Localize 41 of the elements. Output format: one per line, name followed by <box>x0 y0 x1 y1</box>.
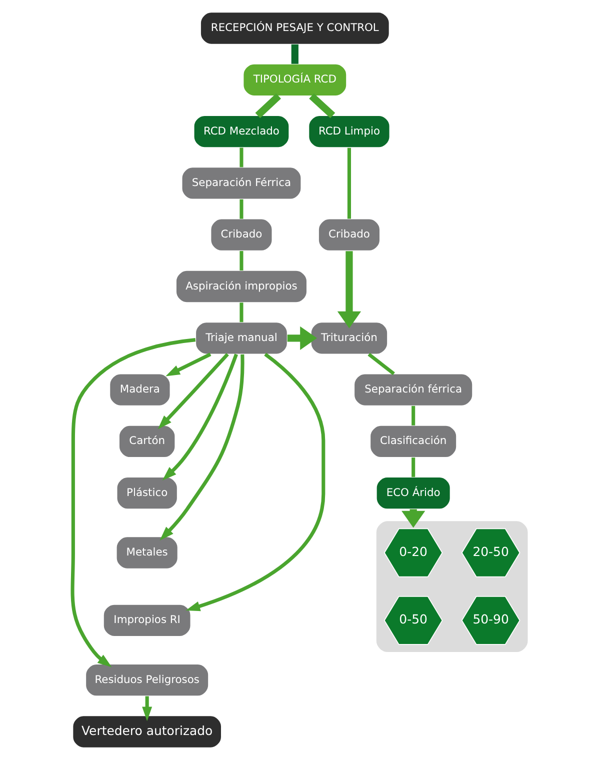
node-box: Trituración <box>310 322 388 355</box>
connector <box>240 148 244 168</box>
connector <box>412 406 416 426</box>
arrow <box>162 354 238 480</box>
arrow <box>158 353 229 430</box>
node-box: Clasificación <box>370 424 457 458</box>
node-box: Triaje manual <box>195 322 288 355</box>
cluster <box>376 521 528 652</box>
node-box: Metales <box>116 536 178 570</box>
node-box: TIPOLOGÍA RCD <box>242 63 347 96</box>
connector <box>412 458 416 478</box>
connector <box>347 148 351 219</box>
node-box: Impropios RI <box>103 604 192 637</box>
node-box: RCD Limpio <box>308 115 390 148</box>
arrow <box>142 696 152 722</box>
node-box: Separación férrica <box>354 373 473 406</box>
node-box: Separación Férrica <box>181 166 302 200</box>
node-box: RCD Mezclado <box>193 115 290 148</box>
node-box: Residuos Peligrosos <box>85 664 209 697</box>
connector <box>240 302 244 322</box>
arrow <box>70 338 196 668</box>
arrow <box>287 326 317 350</box>
arrow <box>186 352 326 612</box>
node-box: Cribado <box>318 218 380 252</box>
connector <box>240 250 244 270</box>
node-box: RECEPCIÓN PESAJE Y CONTROL <box>200 12 390 45</box>
arrow <box>337 251 362 328</box>
arrow <box>402 509 426 528</box>
node-box: Aspiración impropios <box>176 270 308 303</box>
connector <box>240 199 244 219</box>
node-box: ECO Árido <box>376 476 451 510</box>
node-box: Cribado <box>210 218 273 252</box>
connector <box>368 352 395 376</box>
arrow <box>166 352 212 376</box>
arrow <box>160 354 244 540</box>
node-box: Vertedero autorizado <box>72 715 222 748</box>
connector <box>309 93 336 118</box>
node-box: Cartón <box>118 424 176 458</box>
node-box: Plástico <box>116 476 178 510</box>
node-box: Madera <box>109 373 171 406</box>
connector <box>291 44 298 64</box>
